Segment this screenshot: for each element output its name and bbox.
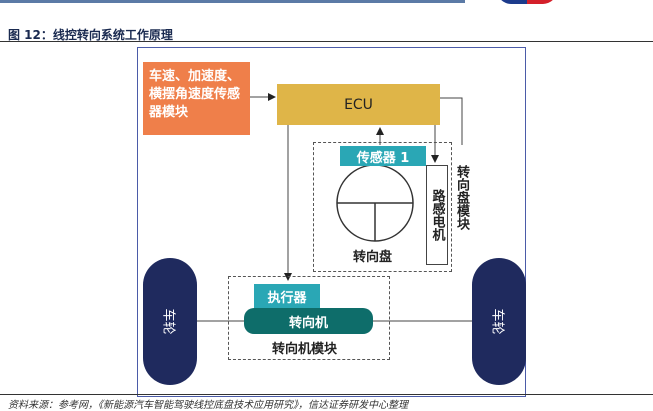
brand-logo	[497, 0, 557, 4]
wheel-right: 车轮	[472, 258, 526, 385]
steering-wheel-module-label: 转向盘模块	[454, 165, 469, 230]
source-note: 资料来源：参考网，《新能源汽车智能驾驶线控底盘技术应用研究》，信达证券研发中心整…	[8, 400, 408, 411]
steering-gear-box: 转向机	[244, 308, 373, 334]
wheel-left-label: 车轮	[160, 308, 176, 335]
vehicle-sensors-box: 车速、加速度、横摆角速度传感器模块	[143, 62, 250, 135]
steering-wheel-module	[313, 142, 452, 272]
steering-wheel-label: 转向盘	[353, 250, 393, 265]
diagram-frame	[137, 47, 526, 397]
feel-motor-box: 路感电机	[426, 165, 448, 265]
divider	[0, 41, 653, 42]
sensor-box: 传感器 1	[340, 146, 426, 166]
figure-caption: 图 12：线控转向系统工作原理	[8, 28, 173, 42]
line-ecu-module	[440, 97, 463, 145]
wheel-left: 车轮	[143, 258, 197, 385]
steering-gear-module-label: 转向机模块	[272, 342, 338, 357]
divider	[0, 394, 653, 395]
header-bar	[0, 0, 465, 3]
ecu-box: ECU	[277, 84, 440, 125]
actuator-box: 执行器	[254, 284, 320, 308]
steering-gear-module	[228, 276, 390, 360]
wheel-right-label: 车轮	[489, 308, 505, 335]
